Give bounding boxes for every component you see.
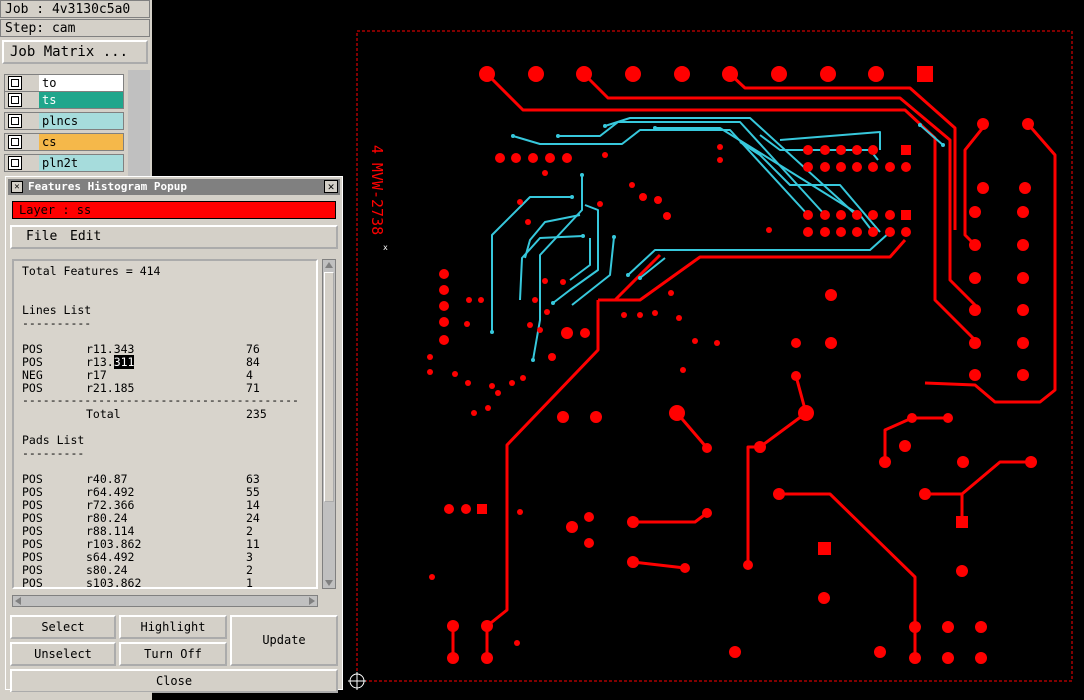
layer-list: to ts plncs cs pln2t [2, 70, 126, 176]
menu-bar: File Edit [10, 225, 338, 249]
scroll-down-icon[interactable] [323, 578, 335, 588]
layer-name: cs [39, 134, 123, 150]
scroll-left-icon[interactable] [13, 596, 23, 606]
layer-list-scrollbar[interactable] [128, 70, 150, 176]
scroll-thumb[interactable] [324, 272, 334, 502]
popup-title: Features Histogram Popup [28, 180, 187, 193]
step-label: Step: cam [0, 19, 150, 37]
pads [427, 66, 1037, 664]
menu-file[interactable]: File [26, 229, 58, 244]
select-button[interactable]: Select [10, 615, 116, 639]
origin-marker-icon [348, 672, 366, 690]
highlight-button[interactable]: Highlight [119, 615, 227, 639]
pads-header: Pads List [22, 433, 85, 447]
board-outline [356, 30, 1073, 682]
text-selection: 311 [113, 355, 135, 369]
layer-row-ts[interactable]: ts [4, 91, 124, 109]
total-features: Total Features = 414 [22, 264, 161, 278]
highlighted-traces [491, 117, 944, 361]
job-matrix-button[interactable]: Job Matrix ... [2, 40, 148, 64]
lines-separator: ---------------------------------------- [22, 393, 299, 407]
status-strip [0, 692, 152, 700]
layer-name: pln2t [39, 155, 123, 171]
highlighted-vias [490, 123, 945, 362]
job-label: Job : 4v3130c5a0 [0, 0, 150, 18]
menu-edit[interactable]: Edit [70, 229, 102, 244]
layer-indicator: Layer : ss [12, 201, 336, 219]
lines-underline: ---------- [22, 316, 92, 330]
layer-checkbox[interactable] [8, 156, 22, 170]
close-button[interactable]: Close [10, 669, 338, 693]
layer-row-plncs[interactable]: plncs [4, 112, 124, 130]
turn-off-button[interactable]: Turn Off [119, 642, 227, 666]
horizontal-scrollbar[interactable] [12, 595, 318, 607]
layer-row-to[interactable]: to [4, 74, 124, 92]
layer-checkbox[interactable] [8, 93, 22, 107]
histogram-text[interactable]: Total Features = 414 Lines List --------… [12, 259, 318, 589]
close-icon[interactable]: ✕ [324, 180, 338, 193]
pcb-canvas[interactable]: 4 MVW-2738 [345, 0, 1084, 700]
layer-checkbox[interactable] [8, 76, 22, 90]
cursor-mark: x [383, 243, 388, 252]
layer-row-pln2t[interactable]: pln2t [4, 154, 124, 172]
silkscreen-text: 4 MVW-2738 [368, 145, 386, 235]
unselect-button[interactable]: Unselect [10, 642, 116, 666]
window-icon: ✕ [11, 181, 23, 193]
layer-row-cs[interactable]: cs [4, 133, 124, 151]
layer-checkbox[interactable] [8, 114, 22, 128]
layer-name: to [39, 75, 123, 91]
vertical-scrollbar[interactable] [322, 259, 336, 589]
scroll-right-icon[interactable] [307, 596, 317, 606]
lines-header: Lines List [22, 303, 92, 317]
popup-titlebar[interactable]: ✕ Features Histogram Popup ✕ [8, 179, 340, 195]
pads-underline: --------- [22, 446, 85, 460]
scroll-up-icon[interactable] [323, 260, 335, 270]
update-button[interactable]: Update [230, 615, 338, 666]
layer-name: ts [39, 92, 123, 108]
layer-name: plncs [39, 113, 123, 129]
features-histogram-popup: ✕ Features Histogram Popup ✕ Layer : ss … [5, 176, 343, 693]
layer-checkbox[interactable] [8, 135, 22, 149]
